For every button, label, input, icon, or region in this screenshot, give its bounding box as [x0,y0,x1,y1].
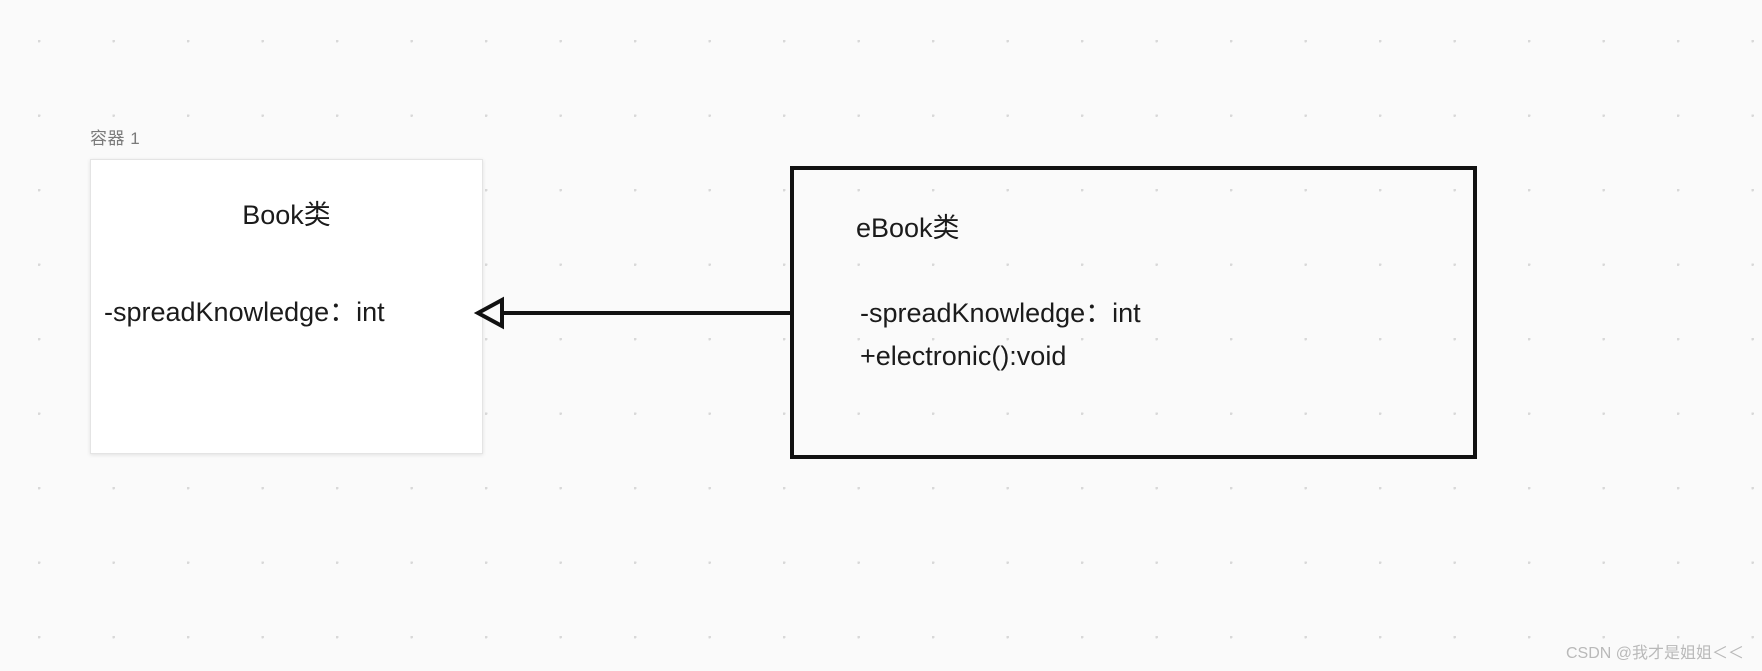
class-title-ebook: eBook类 [856,213,960,243]
container-label: 容器 1 [90,129,141,148]
class-member-line: +electronic():void [860,341,1067,371]
class-box-book[interactable]: Book类 -spreadKnowledge：int [91,160,482,453]
class-title-book: Book类 [242,200,331,230]
class-members-book: -spreadKnowledge：int [104,297,385,327]
watermark: CSDN @我才是姐姐＜＜ [1565,645,1744,662]
class-members-ebook: -spreadKnowledge：int +electronic():void [860,292,1141,378]
class-box-ebook[interactable]: eBook类 -spreadKnowledge：int +electronic(… [790,166,1477,459]
class-member-line: -spreadKnowledge：int [860,298,1141,328]
